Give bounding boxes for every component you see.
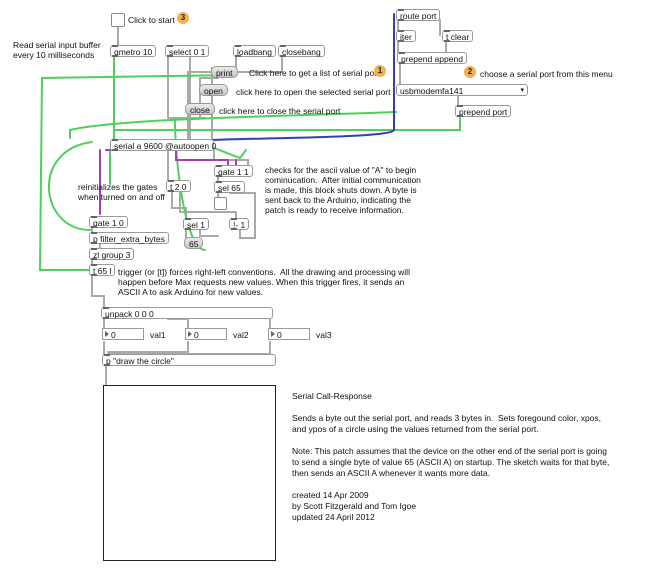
choose-port-note: choose a serial port from this menu [480, 69, 613, 79]
serial-port-menu[interactable]: usbmodemfa141 ▾ [396, 84, 528, 96]
close-note: click here to close the serial port [219, 106, 341, 116]
checks-note: checks for the ascii value of "A" to beg… [265, 165, 421, 215]
patch-description: Serial Call-Response Sends a byte out th… [292, 391, 642, 534]
description-credits: created 14 Apr 2009 by Scott Fitzgerald … [292, 490, 417, 522]
step-2-badge: 2 [464, 66, 476, 78]
open-message[interactable]: open [199, 84, 228, 96]
open-note: click here to open the selected serial p… [236, 87, 391, 97]
description-p1: Sends a byte out the serial port, and re… [292, 413, 602, 434]
unpack-object[interactable]: unpack 0 0 0 [101, 307, 273, 319]
gate-1-0-object[interactable]: gate 1 0 [89, 216, 128, 228]
t-2-0-object[interactable]: t 2 0 [166, 180, 191, 192]
val1-number[interactable]: 0 [102, 328, 144, 340]
reinit-note: reinitializes the gates when turned on a… [78, 182, 165, 202]
gate-1-1-object[interactable]: gate 1 1 [214, 165, 253, 177]
ascii-65-message[interactable]: 65 [184, 237, 204, 249]
step-3-badge: 3 [177, 12, 189, 24]
click-to-start-label: Click to start [128, 15, 175, 25]
val1-label: val1 [150, 330, 166, 340]
val2-label: val2 [233, 330, 249, 340]
closebang-object[interactable]: closebang [278, 45, 325, 57]
lcd-drawing-canvas[interactable] [103, 385, 276, 561]
step-1-badge: 1 [374, 65, 386, 77]
loadbang-object[interactable]: loadbang [233, 45, 276, 57]
not-minus-1-object[interactable]: !- 1 [229, 218, 250, 230]
draw-circle-object[interactable]: p "draw the circle" [102, 354, 276, 366]
val3-number[interactable]: 0 [268, 328, 310, 340]
t-clear-object[interactable]: t clear [442, 30, 474, 42]
handshake-toggle[interactable] [214, 197, 227, 210]
select-object[interactable]: select 0 1 [165, 45, 210, 57]
sel-1-object[interactable]: sel 1 [183, 218, 209, 230]
qmetro-object[interactable]: qmetro 10 [110, 45, 157, 57]
description-title: Serial Call-Response [292, 391, 372, 401]
sel-65-object[interactable]: sel 65 [214, 181, 245, 193]
prepend-append-object[interactable]: prepend append [397, 52, 467, 64]
zl-group-object[interactable]: zl group 3 [89, 248, 135, 260]
close-message[interactable]: close [185, 103, 215, 115]
t-65-l-object[interactable]: t 65 l [89, 264, 116, 276]
prepend-port-object[interactable]: prepend port [455, 105, 512, 117]
print-message[interactable]: print [211, 66, 238, 78]
print-note: Click here to get a list of serial ports [249, 68, 384, 78]
route-port-object[interactable]: route port [396, 9, 441, 21]
val2-number[interactable]: 0 [185, 328, 227, 340]
chevron-down-icon: ▾ [520, 87, 524, 94]
val3-label: val3 [316, 330, 332, 340]
iter-object[interactable]: iter [396, 30, 416, 42]
filter-extra-bytes-object[interactable]: p filter_extra_bytes [89, 232, 169, 244]
serial-port-menu-value: usbmodemfa141 [400, 86, 464, 96]
description-p2: Note: This patch assumes that the device… [292, 446, 610, 478]
trigger-note: trigger (or [t]) forces right-left conve… [118, 267, 410, 297]
read-serial-note: Read serial input buffer every 10 millis… [13, 40, 101, 60]
start-toggle[interactable] [111, 13, 125, 27]
serial-object[interactable]: serial a 9600 @autoopen 0 [110, 139, 216, 151]
